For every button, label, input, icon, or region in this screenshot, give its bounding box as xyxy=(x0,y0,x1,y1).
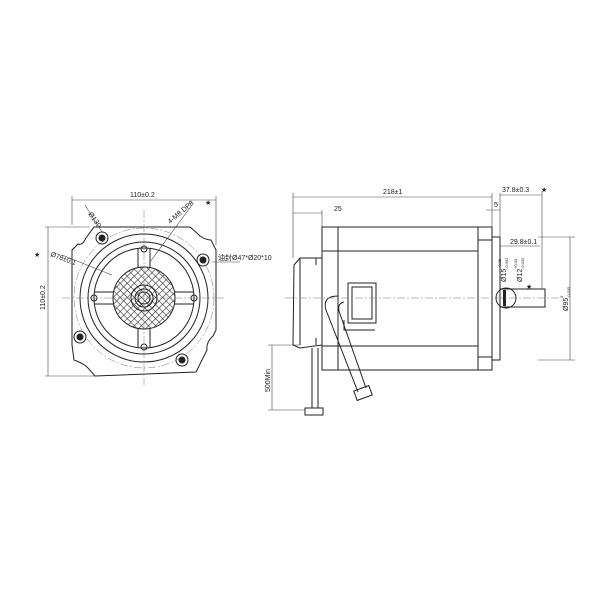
shaft-tol-upper: +0.05 xyxy=(497,258,502,269)
pilot-tol-lower: -0.035 xyxy=(566,286,571,298)
front-flange xyxy=(477,226,493,371)
pilot-dia-dim: Ø95 xyxy=(563,298,570,311)
pilot-tol-upper: 0 xyxy=(559,295,564,298)
pilot-length-dim: 5 xyxy=(494,202,498,209)
width-dim: 110±0.2 xyxy=(130,192,155,199)
encoder xyxy=(292,257,323,349)
encoder-cable xyxy=(311,348,319,408)
overall-length-dim: 218±1 xyxy=(383,189,403,196)
holes-dim: 4-M8 DP8 xyxy=(167,200,196,226)
flange-outline xyxy=(71,226,217,377)
key-mark: ★ xyxy=(541,186,547,194)
ribs xyxy=(94,248,194,348)
connector-box xyxy=(347,282,377,324)
pilot-dim: Ø78±0.1 xyxy=(49,251,77,267)
encoder-length-dim: 25 xyxy=(334,206,342,213)
oil-seal-dim: 油封Ø47*Ø20*10 xyxy=(218,253,272,262)
shaft-length-dim: 37.8±0.3 xyxy=(502,187,529,194)
encoder-plug xyxy=(304,407,324,416)
front-view: 110±0.2 110±0.2 Ø130 4-M8 DP8 ★ Ø78±0.1 … xyxy=(34,192,272,385)
connector-base xyxy=(343,320,375,331)
shaft-dia-dim: Ø15 xyxy=(501,269,508,282)
key-dia-dim: Ø12 xyxy=(517,269,524,282)
motor-body xyxy=(321,226,479,371)
key-tol-upper: +0.03 xyxy=(513,258,518,269)
shaft-tol-lower: -0.002 xyxy=(504,257,509,269)
key-tol-lower: -0.032 xyxy=(520,257,525,269)
cable-length-dim: 500Min xyxy=(265,369,272,392)
side-view: 218±1 25 5 37.8±0.3 ★ 29.8±0.1 Ø15 +0.05… xyxy=(265,186,575,416)
power-cable xyxy=(324,295,367,393)
key-mark: ★ xyxy=(526,283,532,291)
key-mark: ★ xyxy=(205,199,211,207)
key xyxy=(503,290,506,306)
key-mark: ★ xyxy=(34,251,40,259)
power-plug xyxy=(353,384,373,402)
height-dim: 110±0.2 xyxy=(40,285,47,310)
key-length-dim: 29.8±0.1 xyxy=(510,239,537,246)
